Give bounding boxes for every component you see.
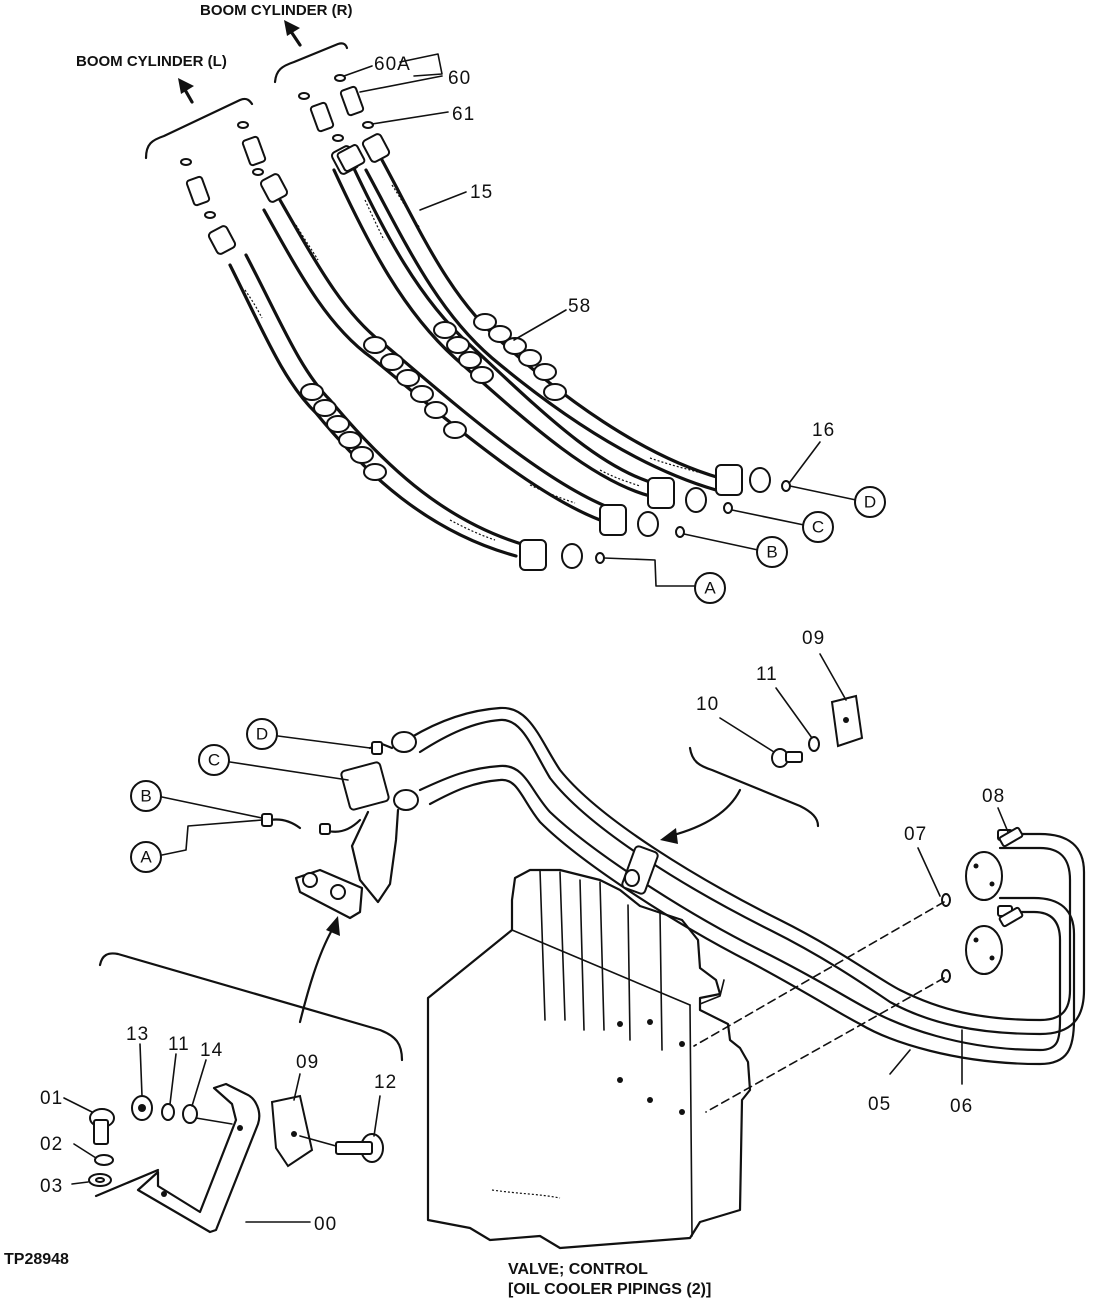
clamp-hardware-top — [719, 653, 864, 768]
callout-58: 58 — [568, 296, 591, 317]
flange-fittings — [965, 829, 1013, 975]
callout-12: 12 — [374, 1072, 397, 1093]
bracket-clamp-detail — [688, 746, 820, 828]
callout-14: 14 — [200, 1040, 223, 1061]
steel-pipe-upper — [408, 706, 1072, 1022]
callout-06: 06 — [950, 1096, 973, 1117]
hose-a — [244, 253, 527, 547]
piping-assembly-group — [63, 653, 1086, 1250]
connection-marker-a-low: A — [130, 841, 162, 873]
callout-02: 02 — [40, 1134, 63, 1155]
heading-boom-cylinder-r: BOOM CYLINDER (R) — [200, 2, 353, 19]
callout-05: 05 — [868, 1094, 891, 1115]
heading-boom-cylinder-l: BOOM CYLINDER (L) — [76, 53, 227, 70]
arrow-boom-cylinder-r — [284, 20, 302, 47]
callout-60: 60 — [448, 68, 471, 89]
connection-marker-b-top: B — [756, 536, 788, 568]
connection-letter: A — [704, 579, 716, 598]
callout-01: 01 — [40, 1088, 63, 1109]
bracket-left-group — [144, 97, 254, 160]
connection-marker-d-low: D — [246, 718, 278, 750]
hose-c — [348, 158, 662, 487]
connection-letter: C — [812, 518, 824, 537]
callout-16: 16 — [812, 420, 835, 441]
caption-line-2: [OIL COOLER PIPINGS (2)] — [508, 1281, 711, 1298]
callout-15: 15 — [470, 182, 493, 203]
bracket-lower-detail — [98, 952, 404, 1062]
connection-marker-b-low: B — [130, 780, 162, 812]
arrow-boom-cylinder-l — [178, 78, 194, 104]
callout-11-top: 11 — [756, 664, 778, 685]
adapter-fittings — [180, 74, 374, 219]
callout-13: 13 — [126, 1024, 149, 1045]
connection-leaders — [603, 485, 857, 587]
callout-08: 08 — [982, 786, 1005, 807]
connection-letter: B — [140, 787, 151, 806]
bracket-right-group — [273, 42, 349, 84]
steel-pipe-lower — [418, 764, 1062, 1052]
bracket-60a-60 — [399, 53, 443, 77]
callout-10: 10 — [696, 694, 719, 715]
callout-03: 03 — [40, 1176, 63, 1197]
caption-line-1: VALVE; CONTROL — [508, 1261, 648, 1278]
callout-61: 61 — [452, 104, 475, 125]
connection-letter: C — [208, 751, 220, 770]
hose-assembly-group — [144, 20, 857, 587]
connection-letter: D — [256, 725, 268, 744]
pipe-clamp — [621, 845, 659, 895]
upper-hose-fittings — [207, 133, 391, 255]
callout-11-low: 11 — [168, 1034, 190, 1055]
connection-marker-c-top: C — [802, 511, 834, 543]
connection-letter: D — [864, 493, 876, 512]
connection-marker-a-top: A — [694, 572, 726, 604]
connection-marker-c-low: C — [198, 744, 230, 776]
connection-marker-d-top: D — [854, 486, 886, 518]
callout-07: 07 — [904, 824, 927, 845]
connection-letter: A — [140, 848, 152, 867]
connection-leaders-lower — [161, 735, 371, 856]
pipe-connector-block — [261, 731, 419, 920]
figure-id: TP28948 — [4, 1251, 69, 1268]
connection-letter: B — [766, 543, 777, 562]
callout-leaders-top — [343, 65, 821, 483]
hose-b — [278, 198, 612, 510]
lower-hose-fittings — [519, 464, 791, 571]
callout-09-top: 09 — [802, 628, 825, 649]
hose-guard-rings — [300, 313, 567, 481]
callout-09-low: 09 — [296, 1052, 319, 1073]
callout-00: 00 — [314, 1214, 337, 1235]
flange-bolts — [997, 807, 1024, 928]
callout-leaders-piping — [889, 847, 963, 1085]
callout-60a: 60A — [374, 54, 411, 75]
mount-bracket-hardware — [63, 1043, 384, 1234]
control-valve — [426, 868, 752, 1250]
